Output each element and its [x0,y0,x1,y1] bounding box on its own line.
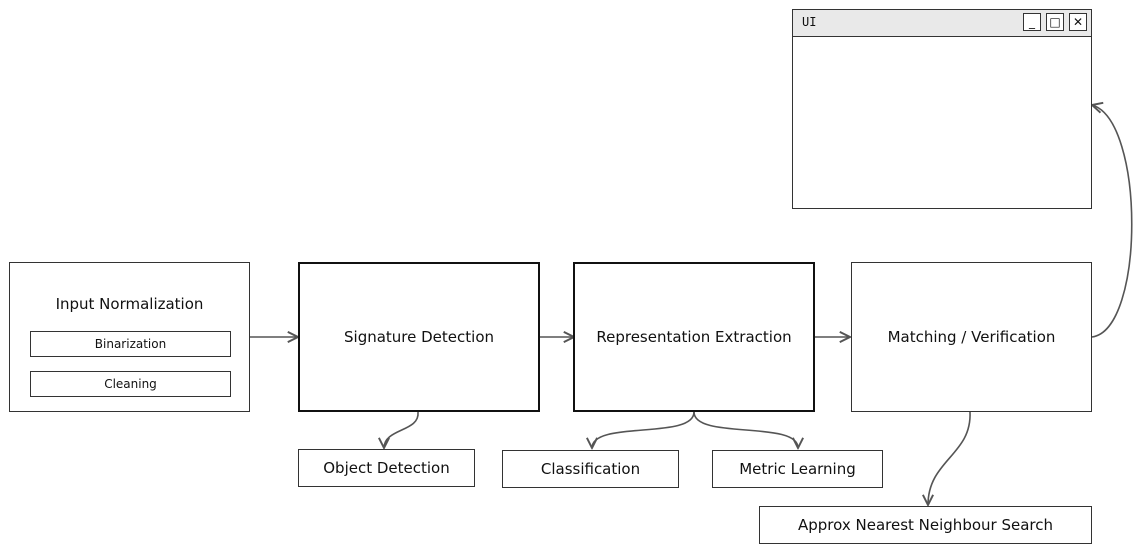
arrow-extraction-to-classification [592,411,695,448]
binarization-label: Binarization [94,337,167,351]
approx-nn-search-box: Approx Nearest Neighbour Search [759,506,1092,544]
ui-window: UI _ □ ✕ [792,9,1092,209]
representation-extraction-box: Representation Extraction [573,262,815,412]
maximize-icon[interactable]: □ [1046,13,1064,31]
arrow-matching-to-ui [1092,105,1133,338]
arrow-extraction-to-metric-learning [693,411,798,448]
object-detection-box: Object Detection [298,449,475,487]
metric-learning-box: Metric Learning [712,450,883,488]
signature-detection-title: Signature Detection [344,328,494,346]
cleaning-step: Cleaning [30,371,231,397]
matching-verification-title: Matching / Verification [887,328,1056,346]
object-detection-label: Object Detection [323,459,450,477]
ui-window-title: UI [802,15,817,29]
matching-verification-box: Matching / Verification [851,262,1092,412]
input-normalization-box: Input Normalization Binarization Cleanin… [9,262,250,412]
cleaning-label: Cleaning [104,377,157,391]
arrow-matching-to-ann-search [928,411,971,505]
ui-window-titlebar: UI _ □ ✕ [793,10,1091,37]
approx-nn-search-label: Approx Nearest Neighbour Search [798,516,1053,534]
signature-detection-box: Signature Detection [298,262,540,412]
representation-extraction-title: Representation Extraction [596,328,792,346]
classification-label: Classification [540,460,641,478]
input-normalization-title: Input Normalization [55,295,204,313]
minimize-icon[interactable]: _ [1023,13,1041,31]
binarization-step: Binarization [30,331,231,357]
close-icon[interactable]: ✕ [1069,13,1087,31]
classification-box: Classification [502,450,679,488]
arrow-detection-to-object-detection [384,411,419,448]
metric-learning-label: Metric Learning [739,460,856,478]
